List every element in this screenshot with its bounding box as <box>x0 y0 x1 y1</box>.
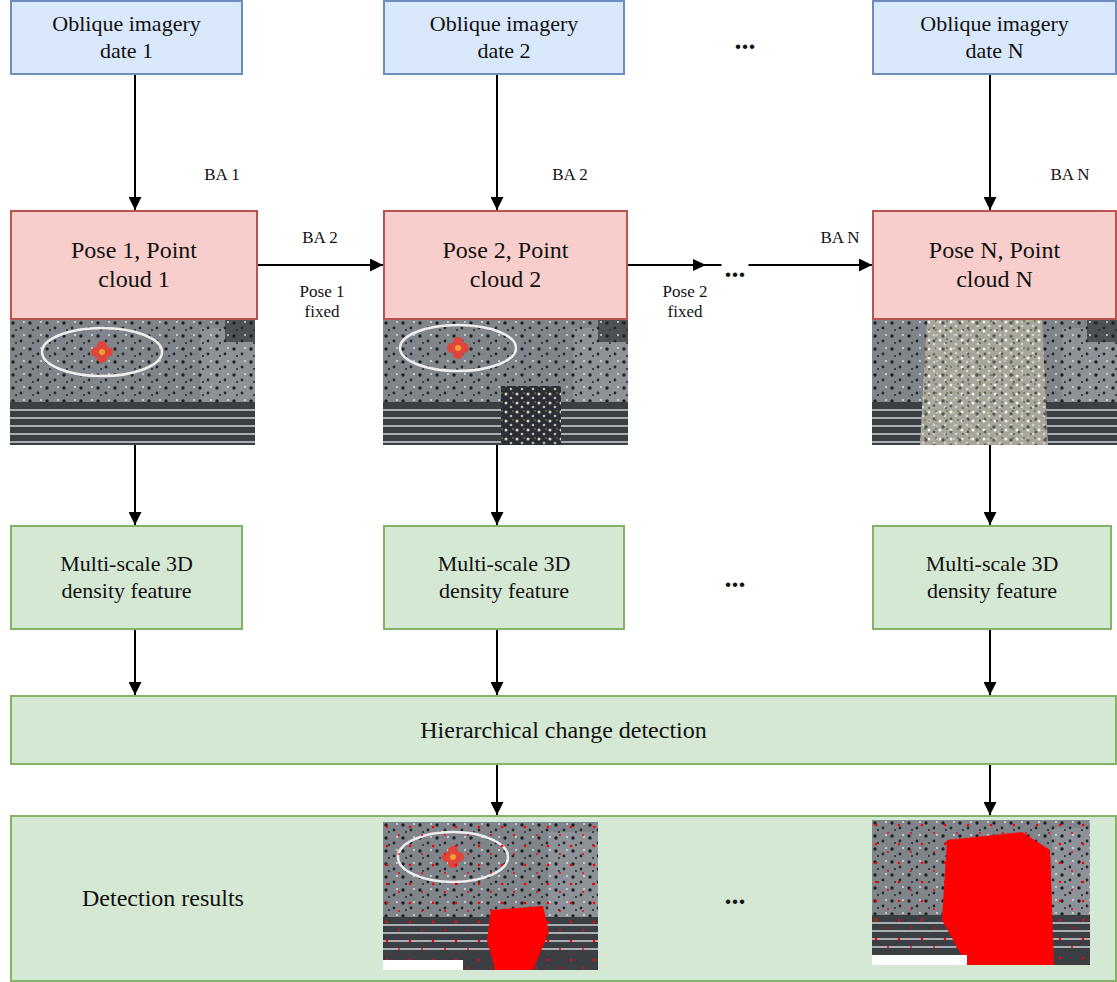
detection-image <box>872 820 1090 965</box>
box-panel: Oblique imagery date N <box>872 0 1117 75</box>
box-panel: Pose 1, Point cloud 1 <box>10 210 258 320</box>
arrow-connector <box>496 765 498 815</box>
box-text: Multi-scale 3D density feature <box>48 551 205 604</box>
box-panel: Pose 2, Point cloud 2 <box>383 210 628 320</box>
box-text: Pose N, Point cloud N <box>914 236 1075 294</box>
edge-label: BA 2 <box>550 165 589 185</box>
edge-label: BA 2 <box>300 228 339 248</box>
annotation-label: Pose 1 fixed <box>284 282 360 321</box>
arrow-connector <box>134 445 136 525</box>
box-text: Pose 1, Point cloud 1 <box>52 236 216 294</box>
box-text: Multi-scale 3D density feature <box>910 551 1074 604</box>
edge-label: BA N <box>1048 165 1091 185</box>
arrow-connector <box>628 264 872 266</box>
annotation-label: Pose 2 fixed <box>647 282 723 321</box>
arrow-connector <box>496 75 498 210</box>
edge-label: BA 1 <box>202 165 241 185</box>
arrow-connector <box>496 445 498 525</box>
arrow-connector <box>989 630 991 695</box>
box-panel: Oblique imagery date 2 <box>383 0 625 75</box>
box-text: Oblique imagery date N <box>910 11 1079 64</box>
ellipsis: ... <box>732 24 759 56</box>
process-box: Oblique imagery date 2 <box>383 0 625 75</box>
process-box: Oblique imagery date 1 <box>10 0 243 75</box>
image-space <box>872 320 1117 445</box>
detection-image <box>383 822 598 970</box>
arrow-connector <box>134 75 136 210</box>
arrow-head <box>693 259 706 271</box>
ellipsis: ... <box>722 879 749 911</box>
arrow-connector <box>989 765 991 815</box>
process-box: Multi-scale 3D density feature <box>10 525 243 630</box>
box-text: Pose 2, Point cloud 2 <box>425 236 586 294</box>
box-panel: Multi-scale 3D density feature <box>383 525 625 630</box>
process-box: Detection results <box>10 815 1117 982</box>
arrow-connector <box>989 75 991 210</box>
box-panel: Hierarchical change detection <box>10 695 1117 765</box>
point-cloud-image <box>872 320 1117 445</box>
box-text: Multi-scale 3D density feature <box>421 551 587 604</box>
box-panel: Multi-scale 3D density feature <box>10 525 243 630</box>
box-text: Oblique imagery date 1 <box>48 11 205 64</box>
pose-box: Pose 2, Point cloud 2 <box>383 210 628 445</box>
ellipsis: ... <box>722 252 749 284</box>
edge-label: BA N <box>818 228 861 248</box>
ellipsis: ... <box>722 562 749 594</box>
box-panel: Oblique imagery date 1 <box>10 0 243 75</box>
image-space <box>383 320 628 445</box>
process-box: Multi-scale 3D density feature <box>383 525 625 630</box>
process-box: Oblique imagery date N <box>872 0 1117 75</box>
box-panel: Detection results <box>10 815 1117 982</box>
arrow-connector <box>496 630 498 695</box>
arrow-connector <box>989 445 991 525</box>
box-text: Hierarchical change detection <box>420 716 707 745</box>
box-panel: Pose N, Point cloud N <box>872 210 1117 320</box>
box-text: Detection results <box>82 884 244 913</box>
box-panel: Multi-scale 3D density feature <box>872 525 1112 630</box>
pose-box: Pose 1, Point cloud 1 <box>10 210 258 445</box>
pose-box: Pose N, Point cloud N <box>872 210 1117 445</box>
process-box: Multi-scale 3D density feature <box>872 525 1112 630</box>
arrow-connector <box>134 630 136 695</box>
image-space <box>10 320 258 445</box>
box-text: Oblique imagery date 2 <box>421 11 587 64</box>
point-cloud-image <box>10 320 255 445</box>
point-cloud-image <box>383 320 628 445</box>
arrow-connector <box>258 264 383 266</box>
process-box: Hierarchical change detection <box>10 695 1117 765</box>
